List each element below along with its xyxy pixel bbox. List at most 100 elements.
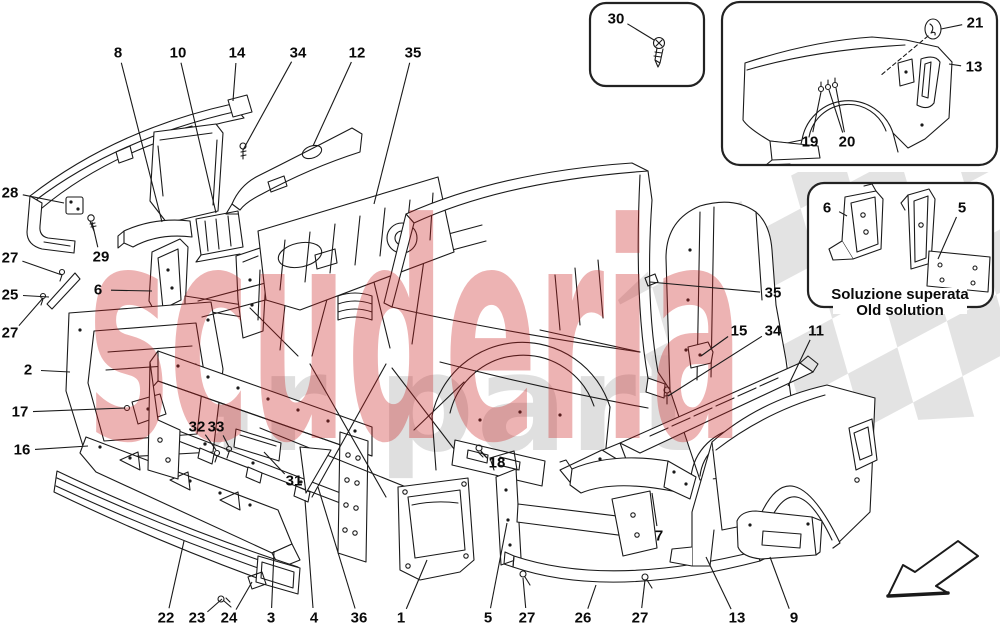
callout-label-5: 5 bbox=[484, 610, 492, 627]
callout-label-17: 17 bbox=[12, 404, 29, 421]
callout-label-7: 7 bbox=[655, 528, 663, 545]
bumper-rail-3 bbox=[79, 436, 301, 569]
callout-leader-17 bbox=[32, 407, 126, 413]
callout-label-8: 8 bbox=[114, 45, 122, 62]
callout-leader-11 bbox=[787, 339, 811, 387]
fender-inset-art bbox=[742, 18, 953, 166]
callout-label-26: 26 bbox=[575, 610, 592, 627]
callout-leader-16 bbox=[34, 445, 89, 450]
callout-leader-34 bbox=[667, 335, 763, 397]
callout-label-27: 27 bbox=[632, 610, 649, 627]
channel-bracket-7 bbox=[559, 457, 697, 500]
callout-label-14: 14 bbox=[229, 45, 246, 62]
callout-leader-20 bbox=[835, 87, 845, 133]
callout-leader-4 bbox=[304, 499, 314, 609]
callout-leader-34 bbox=[242, 61, 293, 151]
callout-label-24: 24 bbox=[221, 610, 238, 627]
callout-label-34: 34 bbox=[290, 45, 307, 62]
callout-leader-13 bbox=[705, 556, 732, 610]
bracket-6-left bbox=[148, 238, 268, 339]
cowl-lower-channels bbox=[117, 210, 244, 263]
callout-label-9: 9 bbox=[790, 610, 798, 627]
callout-label-22: 22 bbox=[158, 610, 175, 627]
callout-leader-9 bbox=[769, 556, 790, 609]
callout-leader-23 bbox=[207, 598, 223, 613]
bracket-1 bbox=[397, 477, 475, 581]
bracket-28 bbox=[65, 196, 84, 215]
callout-label-34: 34 bbox=[765, 323, 782, 340]
callout-leader-26 bbox=[587, 584, 597, 609]
callout-leader-8 bbox=[120, 62, 163, 223]
gusset-36 bbox=[299, 446, 332, 494]
callout-label-21: 21 bbox=[967, 15, 984, 32]
callout-leader-22 bbox=[168, 540, 185, 609]
callout-label-10: 10 bbox=[170, 45, 187, 62]
duct-9 bbox=[736, 510, 823, 560]
callout-label-30: 30 bbox=[608, 11, 625, 28]
callout-label-12: 12 bbox=[349, 45, 366, 62]
callout-label-1: 1 bbox=[397, 610, 405, 627]
watermark-scuderia: scuderia bbox=[88, 160, 743, 509]
callout-label-20: 20 bbox=[839, 134, 856, 151]
callout-leader-24 bbox=[235, 581, 253, 610]
callout-label-13: 13 bbox=[729, 610, 746, 627]
callout-label-6: 6 bbox=[823, 200, 831, 217]
callout-leader-33 bbox=[222, 435, 230, 448]
bracket-15 bbox=[687, 341, 714, 369]
callout-label-5: 5 bbox=[958, 200, 966, 217]
callout-label-27: 27 bbox=[2, 325, 19, 342]
callout-leader-5 bbox=[489, 522, 508, 609]
callout-leader-5 bbox=[937, 216, 958, 260]
callout-leader-32 bbox=[204, 434, 217, 451]
chassis-structure bbox=[147, 176, 611, 563]
callout-leader-19 bbox=[812, 91, 822, 133]
callout-leader-10 bbox=[180, 62, 217, 214]
callout-leader-27 bbox=[22, 260, 63, 276]
callout-label-28: 28 bbox=[2, 185, 19, 202]
callout-leader-35 bbox=[373, 62, 411, 205]
callout-leader-27 bbox=[641, 579, 646, 609]
callout-label-4: 4 bbox=[310, 610, 319, 627]
callout-leader-13 bbox=[948, 63, 962, 67]
cowl-side-panel bbox=[149, 123, 224, 224]
callout-label-6: 6 bbox=[94, 282, 102, 299]
callout-label-18: 18 bbox=[489, 455, 506, 472]
old-solution-caption-line1: Soluzione superata bbox=[831, 286, 969, 303]
callout-label-27: 27 bbox=[2, 250, 19, 267]
callout-label-36: 36 bbox=[351, 610, 368, 627]
callout-label-35: 35 bbox=[405, 45, 422, 62]
callout-leader-36 bbox=[317, 486, 356, 609]
callout-leader-35 bbox=[649, 281, 761, 293]
callout-label-31: 31 bbox=[286, 473, 303, 490]
callout-label-11: 11 bbox=[808, 323, 824, 340]
callout-label-32: 32 bbox=[189, 419, 206, 436]
callout-leader-14 bbox=[232, 62, 237, 102]
screw-23 bbox=[217, 595, 232, 608]
callout-label-2: 2 bbox=[24, 362, 32, 379]
callout-leader-15 bbox=[700, 336, 729, 357]
callout-label-15: 15 bbox=[731, 323, 748, 340]
caption-backdrop bbox=[833, 288, 967, 314]
callout-label-13: 13 bbox=[966, 59, 983, 76]
callout-label-29: 29 bbox=[93, 249, 110, 266]
dash-crossmember bbox=[225, 127, 363, 215]
callout-leader-29 bbox=[91, 221, 99, 248]
callout-leader-7 bbox=[651, 492, 658, 527]
callout-label-33: 33 bbox=[208, 419, 225, 436]
bracket-31 bbox=[213, 428, 282, 463]
callout-leader-31 bbox=[263, 451, 286, 475]
callout-label-23: 23 bbox=[189, 610, 206, 627]
callout-label-27: 27 bbox=[519, 610, 536, 627]
callout-label-16: 16 bbox=[14, 442, 31, 459]
callout-leader-27 bbox=[18, 297, 44, 327]
callout-leader-27 bbox=[522, 577, 527, 609]
callout-leader-6 bbox=[838, 211, 848, 217]
old-solution-art bbox=[828, 183, 991, 293]
callout-leader-30 bbox=[627, 23, 655, 41]
callout-label-25: 25 bbox=[2, 287, 19, 304]
screw-30 bbox=[652, 36, 666, 68]
bumper-beam-22 bbox=[53, 470, 301, 595]
callout-leader-21 bbox=[940, 24, 963, 30]
callout-leader-2 bbox=[40, 369, 71, 373]
